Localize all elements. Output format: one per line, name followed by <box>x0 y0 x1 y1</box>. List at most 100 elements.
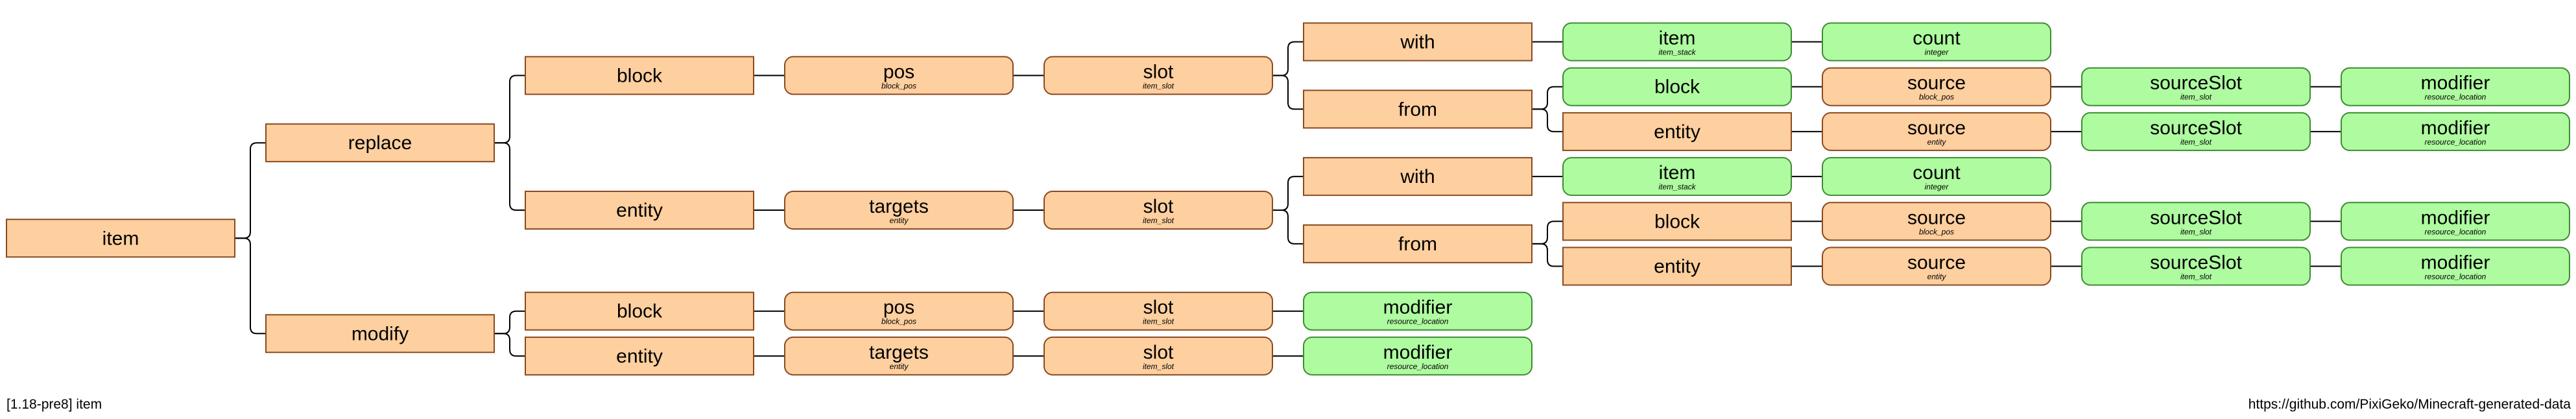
literal-node-box <box>784 291 1014 331</box>
node-entity: entity <box>1562 246 1792 286</box>
tree-edge <box>494 333 525 357</box>
node-label: item <box>1659 162 1696 184</box>
node-label: entity <box>1654 121 1700 143</box>
node-label: item <box>102 228 139 249</box>
node-label: modifier <box>1383 342 1453 363</box>
node-label: pos <box>883 61 914 82</box>
node-type-label: item_slot <box>1143 81 1175 90</box>
literal-node-box <box>1822 67 2051 106</box>
node-type-label: item_slot <box>1143 362 1175 371</box>
node-label: targets <box>869 196 929 217</box>
node-type-label: integer <box>1925 48 1950 57</box>
argument-node-box <box>1562 22 1792 62</box>
node-label: pos <box>883 297 914 318</box>
literal-node-box <box>1303 224 1532 263</box>
node-label: slot <box>1143 196 1174 217</box>
node-from: from <box>1303 224 1532 263</box>
node-label: block <box>617 301 663 322</box>
argument-node-box <box>1562 67 1792 106</box>
literal-node-box <box>265 314 495 353</box>
tree-edge <box>1272 75 1304 110</box>
version-label: [1.18-pre8] item <box>6 397 102 412</box>
literal-node-box <box>525 56 754 95</box>
node-type-label: item_stack <box>1658 48 1696 57</box>
node-item: item <box>6 219 235 258</box>
literal-node-box <box>1044 291 1273 331</box>
node-type-label: resource_location <box>1387 317 1449 326</box>
node-type-label: entity <box>1927 138 1947 147</box>
literal-node-box <box>265 123 495 163</box>
node-label: entity <box>1654 256 1700 278</box>
node-block: block <box>1562 67 1792 106</box>
node-label: count <box>1913 162 1961 184</box>
argument-node-box <box>1822 157 2051 197</box>
node-label: with <box>1400 32 1435 53</box>
node-label: sourceSlot <box>2150 73 2242 94</box>
node-type-label: resource_location <box>2425 227 2487 236</box>
node-label: slot <box>1143 342 1174 363</box>
node-label: targets <box>869 342 929 363</box>
node-block: block <box>525 291 754 331</box>
literal-node-box <box>525 291 754 331</box>
literal-node-box <box>784 191 1014 230</box>
node-type-label: block_pos <box>881 81 916 90</box>
node-label: from <box>1398 233 1437 255</box>
literal-node-box <box>1562 246 1792 286</box>
node-label: block <box>1654 211 1700 232</box>
node-type-label: item_slot <box>2180 93 2212 102</box>
node-type-label: item_stack <box>1658 182 1696 191</box>
tree-edge <box>1532 243 1563 267</box>
node-label: source <box>1907 73 1966 94</box>
node-type-label: block_pos <box>1919 227 1954 236</box>
literal-node-box <box>1822 112 2051 151</box>
node-label: sourceSlot <box>2150 207 2242 228</box>
node-label: modifier <box>2421 73 2490 94</box>
tree-edge <box>1272 41 1304 77</box>
literal-node-box <box>1822 202 2051 241</box>
node-label: modifier <box>2421 207 2490 228</box>
literal-node-box <box>1822 246 2051 286</box>
tree-edge <box>235 142 266 239</box>
node-type-label: block_pos <box>1919 93 1954 102</box>
node-type-label: item_slot <box>2180 227 2212 236</box>
tree-edge <box>1532 221 1563 245</box>
node-label: with <box>1400 166 1435 187</box>
node-type-label: integer <box>1925 182 1950 191</box>
node-label: modify <box>352 323 409 344</box>
node-type-label: resource_location <box>2425 272 2487 281</box>
node-from: from <box>1303 90 1532 129</box>
literal-node-box <box>784 336 1014 376</box>
literal-node-box <box>6 219 235 258</box>
node-type-label: resource_location <box>1387 362 1449 371</box>
node-type-label: resource_location <box>2425 138 2487 147</box>
tree-edge <box>1272 210 1304 245</box>
node-label: modifier <box>1383 297 1453 318</box>
node-type-label: item_slot <box>2180 272 2212 281</box>
node-entity: entity <box>525 191 754 230</box>
node-type-label: entity <box>890 362 909 371</box>
node-label: sourceSlot <box>2150 252 2242 274</box>
node-label: slot <box>1143 297 1174 318</box>
node-entity: entity <box>525 336 754 376</box>
tree-edge <box>1532 86 1563 110</box>
node-type-label: item_slot <box>1143 216 1175 225</box>
node-label: source <box>1907 117 1966 139</box>
tree-edge <box>494 75 525 144</box>
node-label: block <box>1654 77 1700 98</box>
node-type-label: item_slot <box>2180 138 2212 147</box>
argument-node-box <box>1562 157 1792 197</box>
